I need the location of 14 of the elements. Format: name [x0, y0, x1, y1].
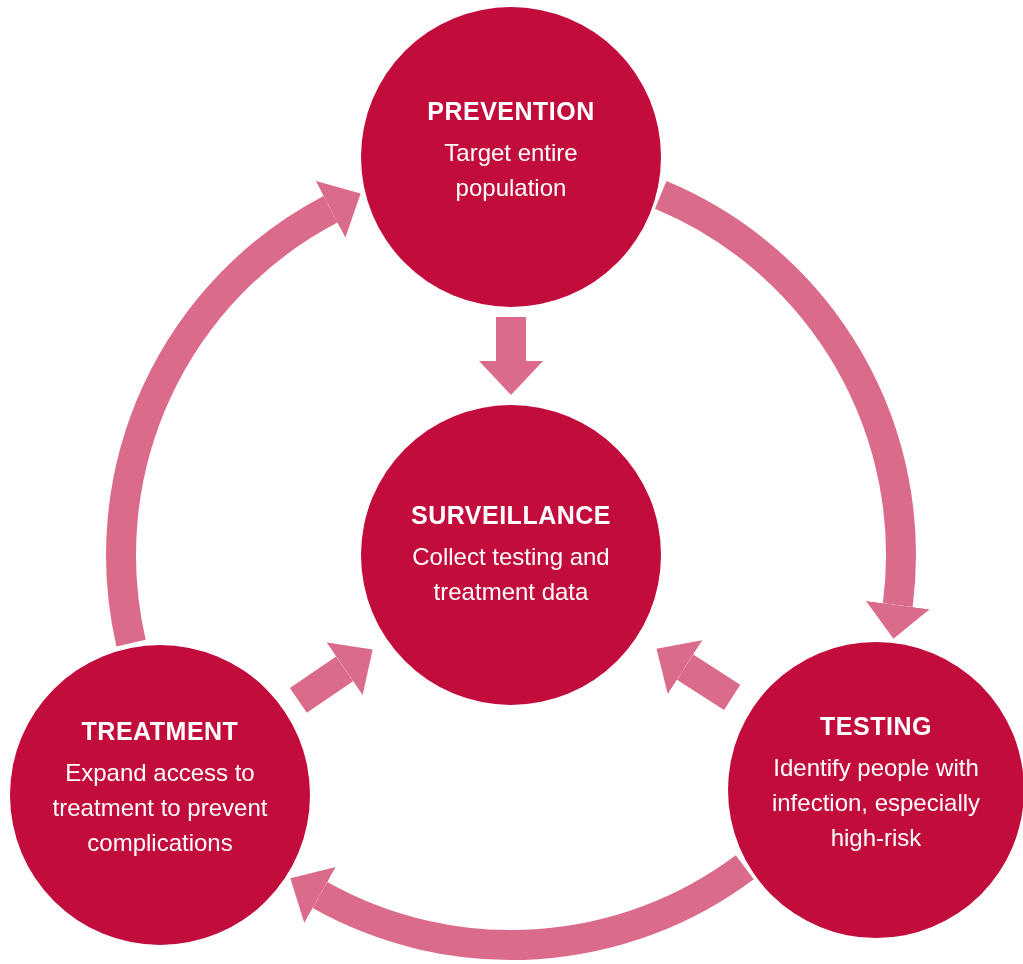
stage-title: TREATMENT	[81, 717, 239, 747]
arrow	[289, 854, 753, 960]
stage-description: Target entire population	[443, 137, 579, 203]
stage-description: Expand access to treatment to prevent complications	[51, 758, 269, 858]
stage-description: Collect testing and treatment data	[411, 541, 611, 607]
arrow	[479, 317, 543, 395]
stage-description: Identify people with infection, especially high-risk	[770, 753, 982, 853]
arrow	[654, 181, 930, 640]
stage-title: PREVENTION	[427, 96, 595, 126]
arrow	[656, 640, 741, 711]
stage-title: SURVEILLANCE	[411, 500, 611, 530]
arrow	[289, 642, 373, 713]
arrow	[106, 181, 360, 646]
stage-title: TESTING	[820, 712, 932, 742]
